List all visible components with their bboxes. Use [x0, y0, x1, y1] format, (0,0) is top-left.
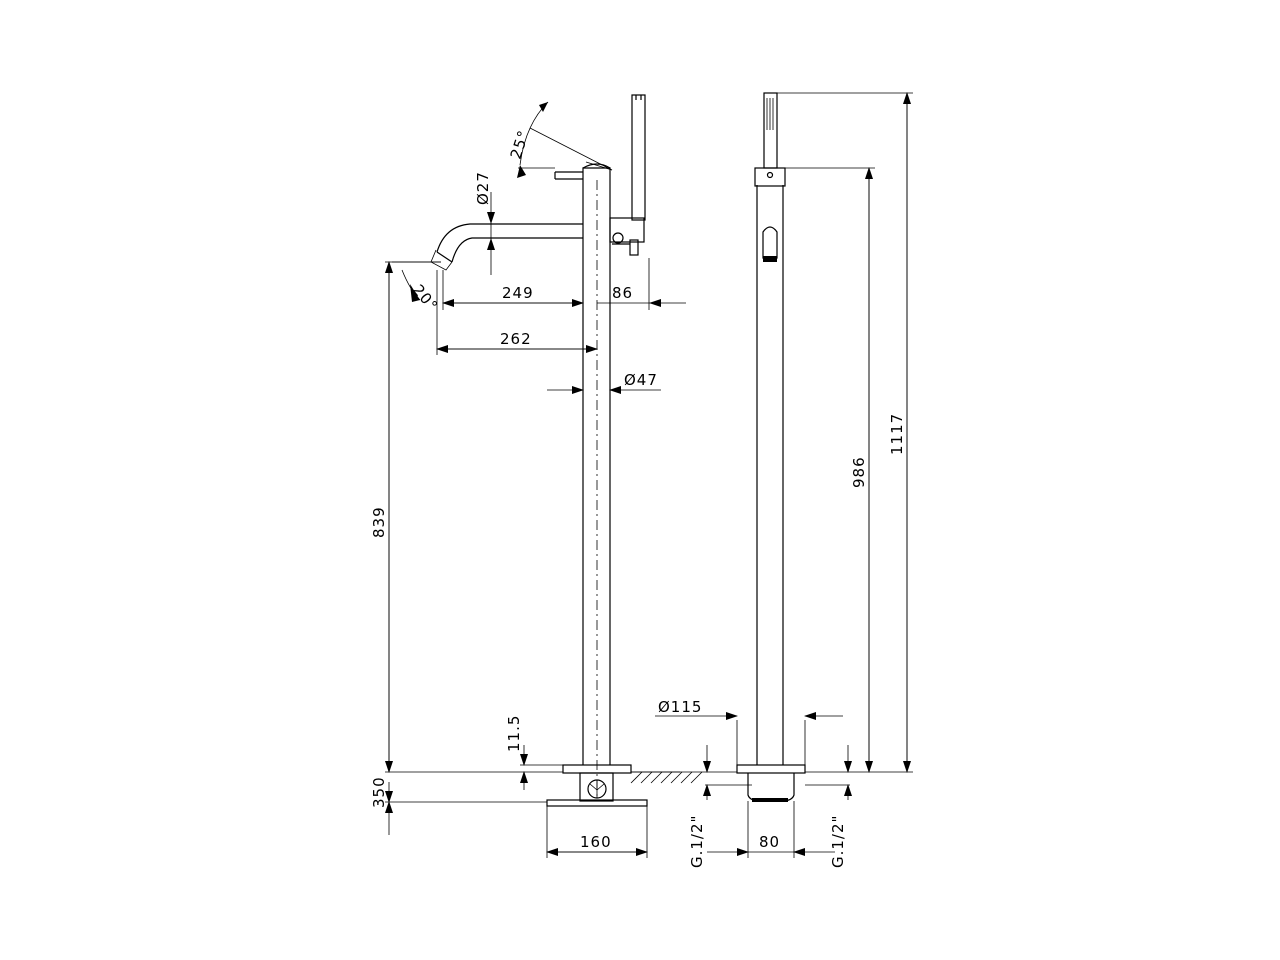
- dim-spout-reach: 249: [502, 284, 534, 302]
- dim-handle-diameter: Ø27: [474, 171, 492, 205]
- dim-lever-height: 986: [850, 456, 868, 488]
- dim-below-floor: 350: [370, 776, 388, 808]
- front-view-dimensions: Ø115 986 1117 G.1/2" G.1/2" 80: [655, 92, 913, 868]
- dim-connection-left: G.1/2": [688, 815, 706, 868]
- side-view: [385, 94, 737, 807]
- dim-base-thickness: 11.5: [505, 715, 523, 752]
- side-view-dimensions: 25° Ø27 20° 249 86 262 Ø47: [370, 101, 686, 858]
- front-view: [736, 92, 850, 802]
- dim-handshower-offset: 86: [612, 284, 633, 302]
- dim-total-reach: 262: [500, 330, 532, 348]
- dim-handle-angle: 25°: [507, 128, 533, 162]
- dim-spout-height: 839: [370, 506, 388, 538]
- dim-base-plate-width: 160: [580, 833, 612, 851]
- dim-total-height: 1117: [888, 413, 906, 455]
- floor-hatch: [630, 771, 737, 784]
- dim-connection-right: G.1/2": [829, 815, 847, 868]
- dim-connection-spacing: 80: [759, 833, 780, 851]
- dim-column-diameter: Ø47: [624, 371, 658, 389]
- dim-rosette-diameter: Ø115: [658, 698, 702, 716]
